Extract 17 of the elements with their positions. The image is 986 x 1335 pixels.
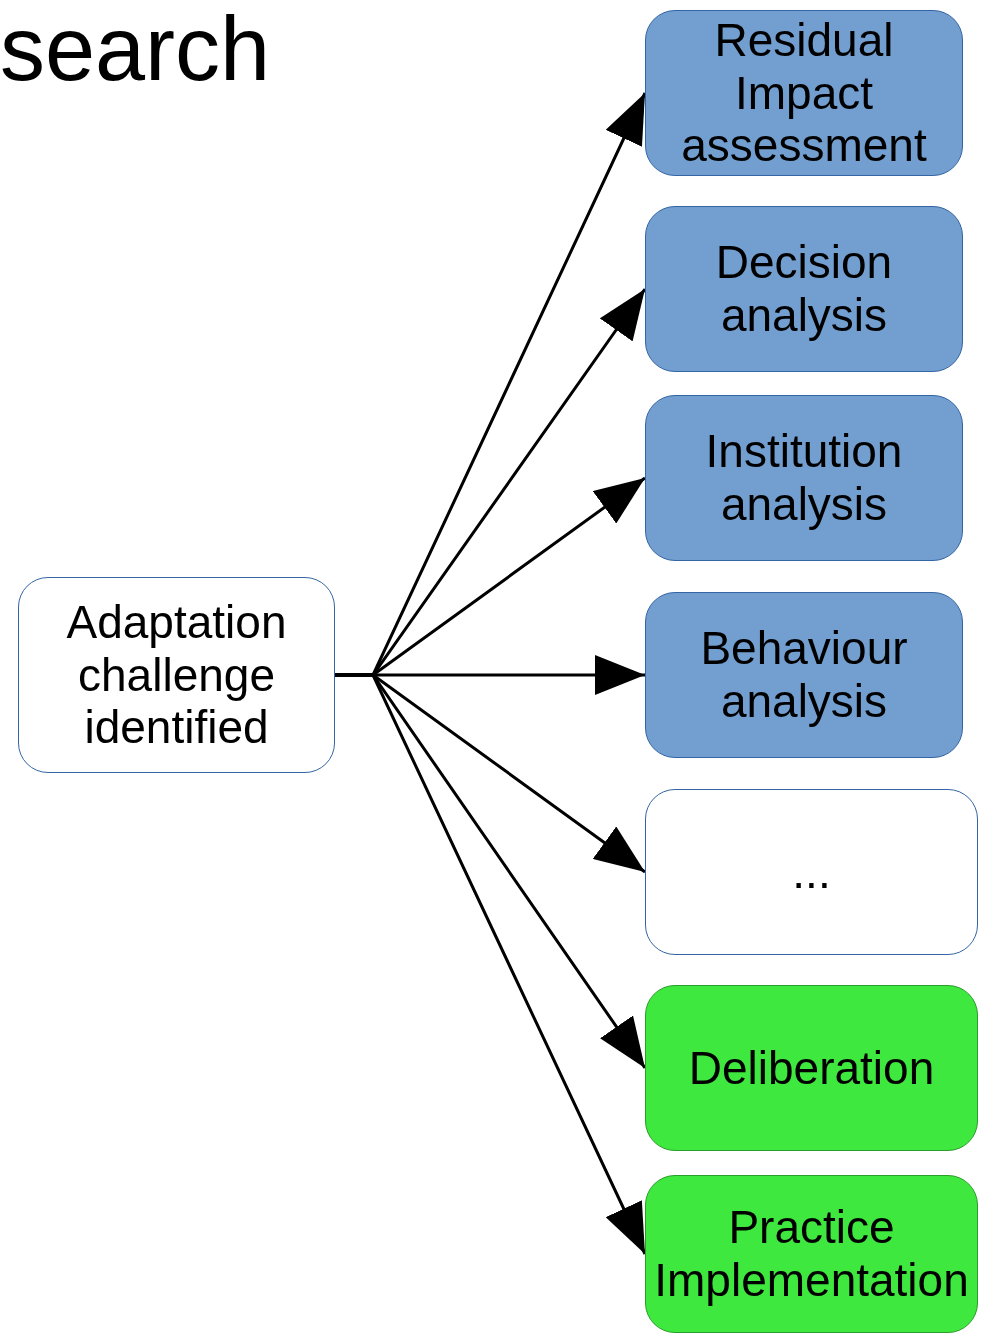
box-label: ... bbox=[792, 845, 831, 898]
process-box bbox=[645, 592, 963, 758]
box-label: Deliberation bbox=[688, 1041, 935, 1094]
process-box bbox=[645, 985, 978, 1151]
box-label: Practice Implementation bbox=[654, 1201, 969, 1306]
box-label: Adaptation challenge identified bbox=[66, 595, 287, 754]
process-box bbox=[645, 206, 963, 372]
process-box bbox=[18, 577, 335, 773]
box-label: Behaviour analysis bbox=[700, 622, 908, 727]
title: search bbox=[0, 0, 271, 99]
process-box bbox=[645, 395, 963, 561]
box-label: Decision analysis bbox=[715, 236, 893, 341]
process-box bbox=[645, 1175, 978, 1333]
process-box bbox=[645, 10, 963, 176]
box-label: Residual Impact assessment bbox=[681, 13, 927, 172]
process-box bbox=[645, 789, 978, 955]
box-label: Institution analysis bbox=[705, 425, 903, 530]
